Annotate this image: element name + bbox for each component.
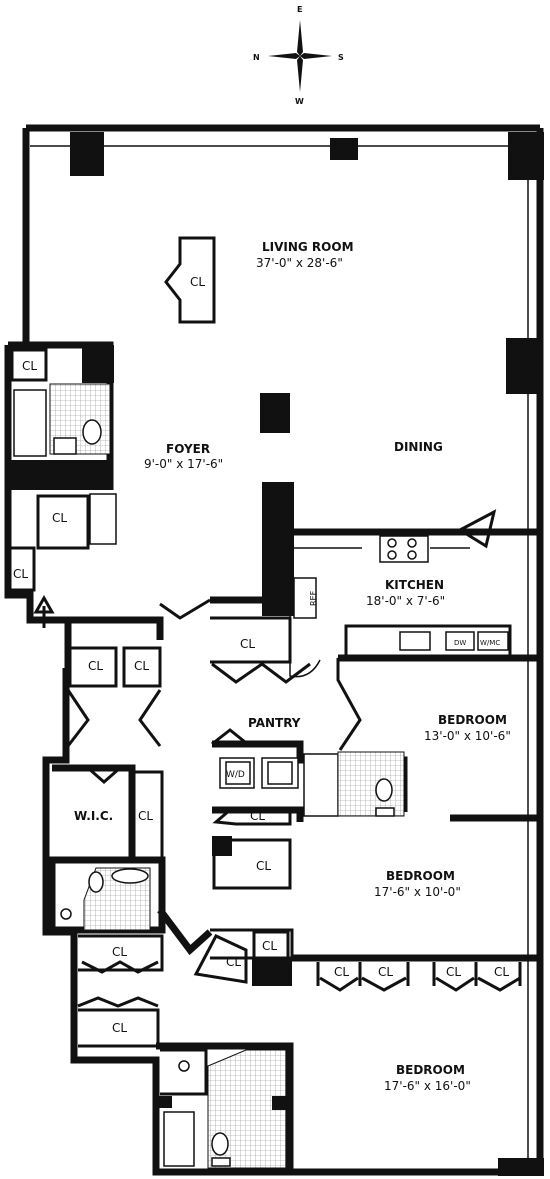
pantry-name: PANTRY xyxy=(248,716,301,730)
closet-label: CL xyxy=(240,637,255,651)
closet-label: CL xyxy=(190,275,205,289)
closet-label: CL xyxy=(494,965,509,979)
closet-label: CL xyxy=(52,511,67,525)
dining-name: DINING xyxy=(394,440,443,454)
entry-arrow-icon xyxy=(33,594,55,628)
closet-label: CL xyxy=(250,809,265,823)
closet-label: CL xyxy=(88,659,103,673)
compass-west-label: W xyxy=(295,97,304,106)
wm-label: W/MC xyxy=(480,639,500,647)
bedroom2-name: BEDROOM xyxy=(386,869,455,883)
foyer-name: FOYER xyxy=(166,442,210,456)
hall-walls: CL xyxy=(68,596,321,684)
closet-label: CL xyxy=(134,659,149,673)
laundry-bath: CL CL W/D xyxy=(211,728,408,890)
kitchen-name: KITCHEN xyxy=(385,578,444,592)
bedroom2-south-closets: CL CL CL CL CL CL xyxy=(193,928,540,992)
living-room-dims: 37'-0" x 28'-6" xyxy=(256,256,343,270)
closet-label: CL xyxy=(22,359,37,373)
kitchen-window-bay xyxy=(456,509,497,549)
column xyxy=(260,393,290,433)
living-room-closet: CL xyxy=(164,236,216,324)
closet-label: CL xyxy=(13,567,28,581)
closet-label: CL xyxy=(138,809,153,823)
living-room-name: LIVING ROOM xyxy=(262,240,354,254)
closet-label: CL xyxy=(378,965,393,979)
closet-label: CL xyxy=(262,939,277,953)
foyer-bath: CL CL CL xyxy=(8,341,117,628)
compass-rose: E N S W xyxy=(253,5,344,106)
closet-label: CL xyxy=(446,965,461,979)
bedroom1-name: BEDROOM xyxy=(438,713,507,727)
foyer-dims: 9'-0" x 17'-6" xyxy=(144,457,223,471)
closet-label: CL xyxy=(226,955,241,969)
bedroom3-dims: 17'-6" x 16'-0" xyxy=(384,1079,471,1093)
room-labels: LIVING ROOM 37'-0" x 28'-6" FOYER 9'-0" … xyxy=(74,240,511,1093)
closet-label: CL xyxy=(334,965,349,979)
wic-bath xyxy=(48,856,166,934)
compass-east-label: E xyxy=(297,5,302,14)
kitchen-dims: 18'-0" x 7'-6" xyxy=(366,594,445,608)
wd-label: W/D xyxy=(226,770,245,780)
bedroom3-name: BEDROOM xyxy=(396,1063,465,1077)
ref-label: REF xyxy=(309,590,318,606)
bedroom3-bath xyxy=(156,1042,294,1172)
closet-label: CL xyxy=(112,945,127,959)
hall-closets-lower: CL CL xyxy=(77,907,213,1048)
exterior-walls xyxy=(4,124,544,1176)
closet-label: CL xyxy=(112,1021,127,1035)
structural-wall xyxy=(262,482,294,616)
refrigerator xyxy=(293,577,317,619)
closet-label: CL xyxy=(256,859,271,873)
range xyxy=(379,535,429,563)
compass-south-label: S xyxy=(338,53,344,62)
bedroom1-dims: 13'-0" x 10'-6" xyxy=(424,729,511,743)
compass-north-label: N xyxy=(253,53,260,62)
dishwasher-label: DW xyxy=(454,639,466,647)
bedroom2-dims: 17'-6" x 10'-0" xyxy=(374,885,461,899)
kitchen-counter: DW W/MC xyxy=(344,624,512,658)
wic-name: W.I.C. xyxy=(74,809,113,823)
